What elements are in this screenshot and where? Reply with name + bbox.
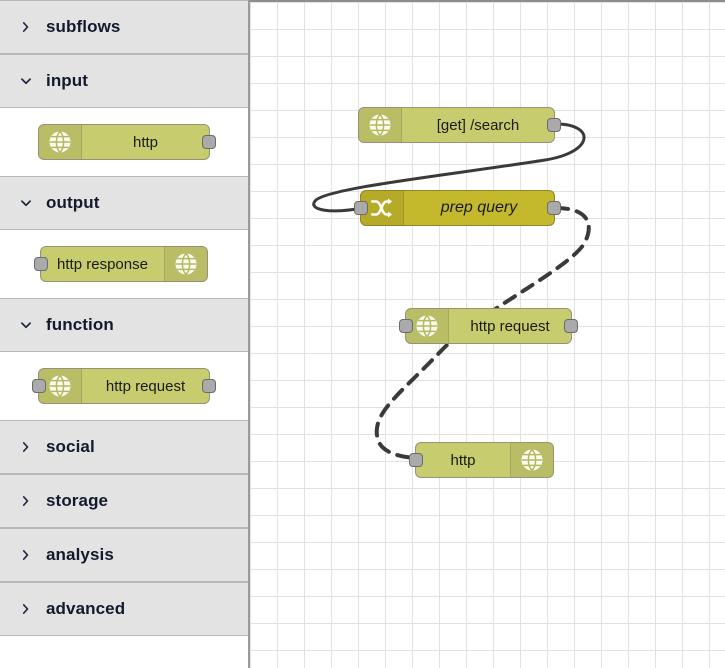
category-body-function: http request	[0, 352, 248, 420]
category-label-analysis: analysis	[46, 545, 114, 564]
globe-icon	[39, 125, 82, 159]
globe-icon	[510, 443, 553, 477]
canvas-node-label: http request	[470, 317, 550, 335]
node-output-port[interactable]	[202, 135, 216, 149]
palette-node-http-response[interactable]: http response	[34, 246, 208, 282]
palette-category-analysis: analysis	[0, 528, 248, 582]
category-header-function[interactable]: function	[0, 298, 248, 352]
category-label-social: social	[46, 437, 95, 456]
category-body-output: http response	[0, 230, 248, 298]
palette-node-label: http	[132, 133, 159, 151]
category-header-output[interactable]: output	[0, 176, 248, 230]
node-output-port[interactable]	[564, 319, 578, 333]
category-header-input[interactable]: input	[0, 54, 248, 108]
category-label-advanced: advanced	[46, 599, 126, 618]
palette-category-subflows: subflows	[0, 0, 248, 54]
category-header-advanced[interactable]: advanced	[0, 582, 248, 636]
globe-icon	[406, 309, 449, 343]
chevron-right-icon	[18, 601, 34, 617]
node-input-port[interactable]	[32, 379, 46, 393]
category-header-storage[interactable]: storage	[0, 474, 248, 528]
palette-category-storage: storage	[0, 474, 248, 528]
node-output-port[interactable]	[202, 379, 216, 393]
canvas-node-label: http	[450, 451, 476, 469]
palette-sidebar: subflows input http	[0, 0, 250, 668]
shuffle-icon	[361, 191, 404, 225]
category-label-storage: storage	[46, 491, 109, 510]
category-body-input: http	[0, 108, 248, 176]
node-output-port[interactable]	[547, 201, 561, 215]
canvas-node-prep-query[interactable]: prep query	[354, 190, 561, 226]
canvas-node-label: prep query	[440, 199, 518, 216]
chevron-right-icon	[18, 19, 34, 35]
node-input-port[interactable]	[34, 257, 48, 271]
canvas-node-http-request[interactable]: http request	[399, 308, 578, 344]
node-output-port[interactable]	[547, 118, 561, 132]
chevron-down-icon	[18, 317, 34, 333]
flow-canvas[interactable]: [get] /search prep query http reques	[250, 0, 725, 668]
chevron-down-icon	[18, 73, 34, 89]
canvas-node-http-response[interactable]: http	[409, 442, 554, 478]
category-label-output: output	[46, 193, 100, 212]
category-label-function: function	[46, 315, 114, 334]
palette-node-http-request[interactable]: http request	[32, 368, 216, 404]
category-header-subflows[interactable]: subflows	[0, 0, 248, 54]
category-header-analysis[interactable]: analysis	[0, 528, 248, 582]
palette-node-label: http request	[105, 377, 186, 395]
canvas-node-http-in-search[interactable]: [get] /search	[358, 107, 561, 143]
chevron-down-icon	[18, 195, 34, 211]
chevron-right-icon	[18, 493, 34, 509]
canvas-node-label: [get] /search	[436, 116, 520, 134]
node-input-port[interactable]	[399, 319, 413, 333]
globe-icon	[359, 108, 402, 142]
chevron-right-icon	[18, 547, 34, 563]
palette-node-label: http response	[57, 255, 148, 273]
palette-category-function: function http request	[0, 298, 248, 420]
chevron-right-icon	[18, 439, 34, 455]
category-header-social[interactable]: social	[0, 420, 248, 474]
palette-category-social: social	[0, 420, 248, 474]
globe-icon	[39, 369, 82, 403]
palette-category-output: output http response	[0, 176, 248, 298]
category-label-subflows: subflows	[46, 17, 121, 36]
globe-icon	[164, 247, 207, 281]
palette-category-advanced: advanced	[0, 582, 248, 636]
palette-node-http-in[interactable]: http	[38, 124, 216, 160]
category-label-input: input	[46, 71, 89, 90]
palette-category-input: input http	[0, 54, 248, 176]
node-input-port[interactable]	[354, 201, 368, 215]
node-input-port[interactable]	[409, 453, 423, 467]
